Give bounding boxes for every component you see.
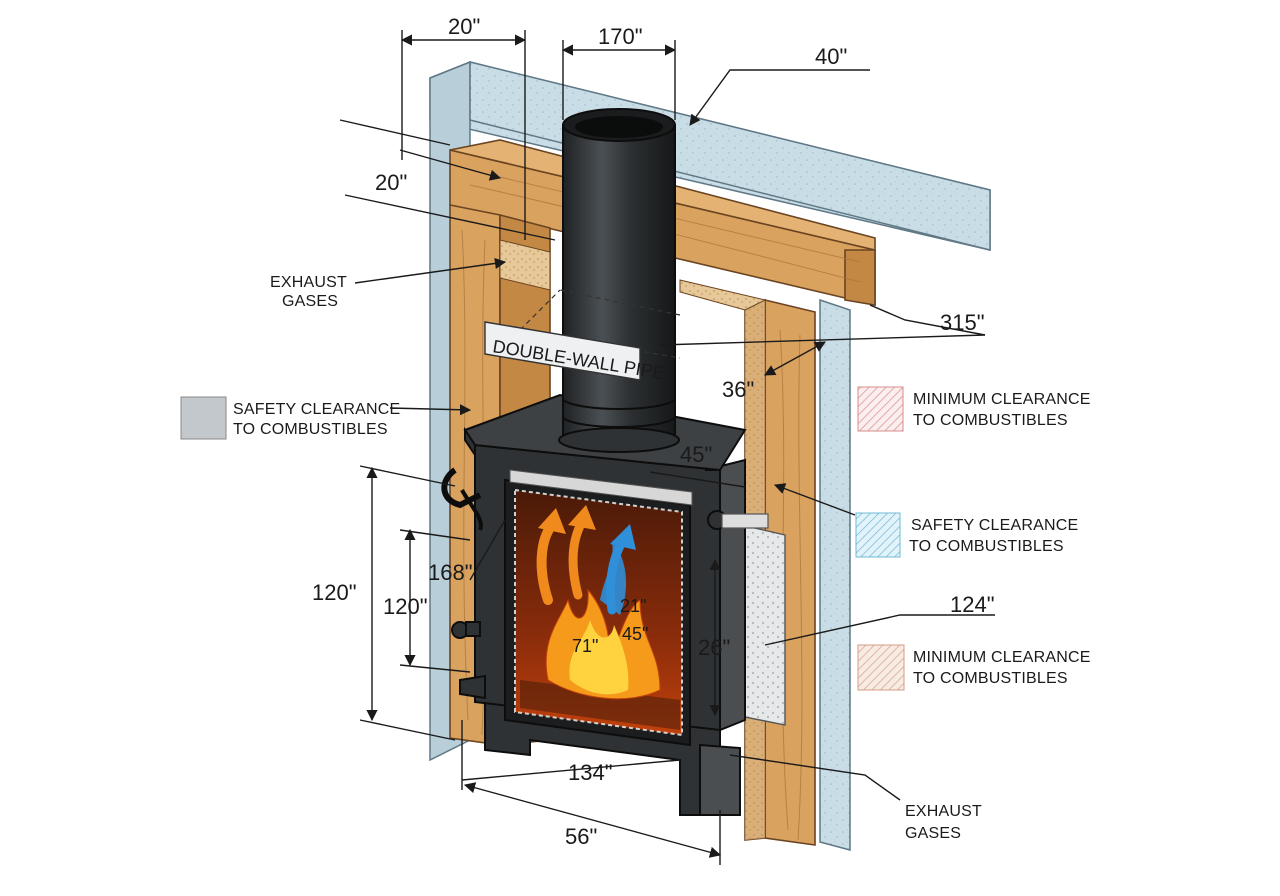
dim-124: 124"	[950, 592, 995, 617]
legend-safety-left: SAFETY CLEARANCE TO COMBUSTIBLES	[180, 396, 400, 440]
exhaust-top-line-1: EXHAUST	[270, 274, 347, 291]
legend-safety-right-line-1: SAFETY CLEARANCE	[911, 517, 1078, 534]
dim-45: 45"	[680, 442, 712, 467]
exhaust-bottom-line-1: EXHAUST	[905, 803, 982, 820]
dim-120-inner: 120"	[383, 594, 428, 619]
dim-top-20: 20"	[448, 14, 480, 39]
dim-side-20: 20"	[375, 170, 407, 195]
dim-26: 26"	[698, 635, 730, 660]
legend-min-top: MINIMUM CLEARANCE TO COMBUSTIBLES	[857, 386, 1091, 432]
dim-56: 56"	[565, 824, 597, 849]
dim-36: 36"	[722, 377, 754, 402]
exhaust-top-line-2: GASES	[282, 293, 338, 310]
dim-wall-40: 40"	[815, 44, 847, 69]
dimension-lines	[339, 30, 995, 865]
dim-71: 71"	[572, 636, 598, 656]
dim-168: 168"	[428, 560, 473, 585]
dim-pipe-170: 170"	[598, 24, 643, 49]
legend-min-bottom: MINIMUM CLEARANCE TO COMBUSTIBLES	[857, 644, 1091, 691]
dim-45-inner: 45"	[622, 624, 648, 644]
legend-swatch-red-hatch	[857, 386, 904, 432]
legend-min-bottom-line-2: TO COMBUSTIBLES	[913, 670, 1068, 687]
dim-21: 21"	[620, 596, 646, 616]
dimension-texts: 20" 170" 40" 20" 315" 36" 45" 168" 120" …	[312, 14, 995, 849]
legend-safety-left-line-2: TO COMBUSTIBLES	[233, 421, 388, 438]
legend-swatch-gray	[180, 396, 227, 440]
dim-315: 315"	[940, 310, 985, 335]
chimney-pipe	[558, 108, 680, 453]
wood-stove	[441, 393, 769, 816]
exhaust-label-bottom: EXHAUST GASES	[905, 803, 982, 842]
dim-134: 134"	[568, 760, 613, 785]
exhaust-label-top: EXHAUST GASES	[270, 274, 347, 310]
legend-swatch-tan-hatch	[857, 644, 905, 691]
legend-min-bottom-line-1: MINIMUM CLEARANCE	[913, 649, 1091, 666]
legend-swatch-blue-hatch	[855, 512, 901, 558]
dim-120-outer: 120"	[312, 580, 357, 605]
legend-min-top-line-1: MINIMUM CLEARANCE	[913, 391, 1091, 408]
legend-min-top-line-2: TO COMBUSTIBLES	[913, 412, 1068, 429]
legend-safety-right-line-2: TO COMBUSTIBLES	[909, 538, 1064, 555]
exhaust-bottom-line-2: GASES	[905, 825, 961, 842]
legend-safety-left-line-1: SAFETY CLEARANCE	[233, 401, 400, 418]
legend-safety-right: SAFETY CLEARANCE TO COMBUSTIBLES	[855, 512, 1078, 558]
